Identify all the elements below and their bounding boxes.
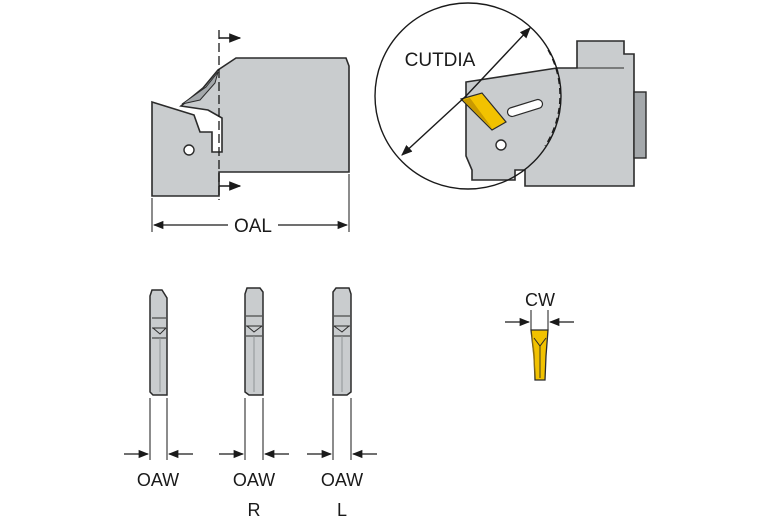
holder-slot — [506, 98, 544, 118]
oal-label: OAL — [234, 216, 272, 237]
blade-section-neutral: OAW — [124, 289, 193, 490]
cutdia-arrow-down — [401, 95, 467, 156]
blade-section-left: OAW L — [307, 287, 377, 520]
oaw-label-3: OAW — [321, 470, 363, 490]
holder-assembly: CUTDIA — [374, 2, 647, 190]
holder-shank — [633, 91, 647, 159]
suffix-l-label: L — [337, 500, 347, 520]
blade-side-view — [151, 30, 350, 200]
insert-cw-view: CW — [505, 290, 574, 381]
cutdia-arrow-up — [465, 27, 531, 97]
blade-section-right: OAW R — [219, 287, 289, 520]
holder-body — [465, 40, 635, 187]
blade-clamp-groove — [181, 71, 219, 105]
cutdia-arc-hidden — [544, 49, 561, 147]
cutdia-label: CUTDIA — [405, 50, 476, 71]
blade-hole — [183, 144, 195, 156]
oaw-label-2: OAW — [233, 470, 275, 490]
cutdia-circle — [374, 2, 562, 190]
blade-body — [151, 57, 350, 197]
suffix-r-label: R — [248, 500, 261, 520]
oal-dimension: OAL — [151, 174, 350, 237]
holder-hole — [495, 139, 507, 151]
cw-label: CW — [525, 290, 555, 310]
oaw-label-1: OAW — [137, 470, 179, 490]
